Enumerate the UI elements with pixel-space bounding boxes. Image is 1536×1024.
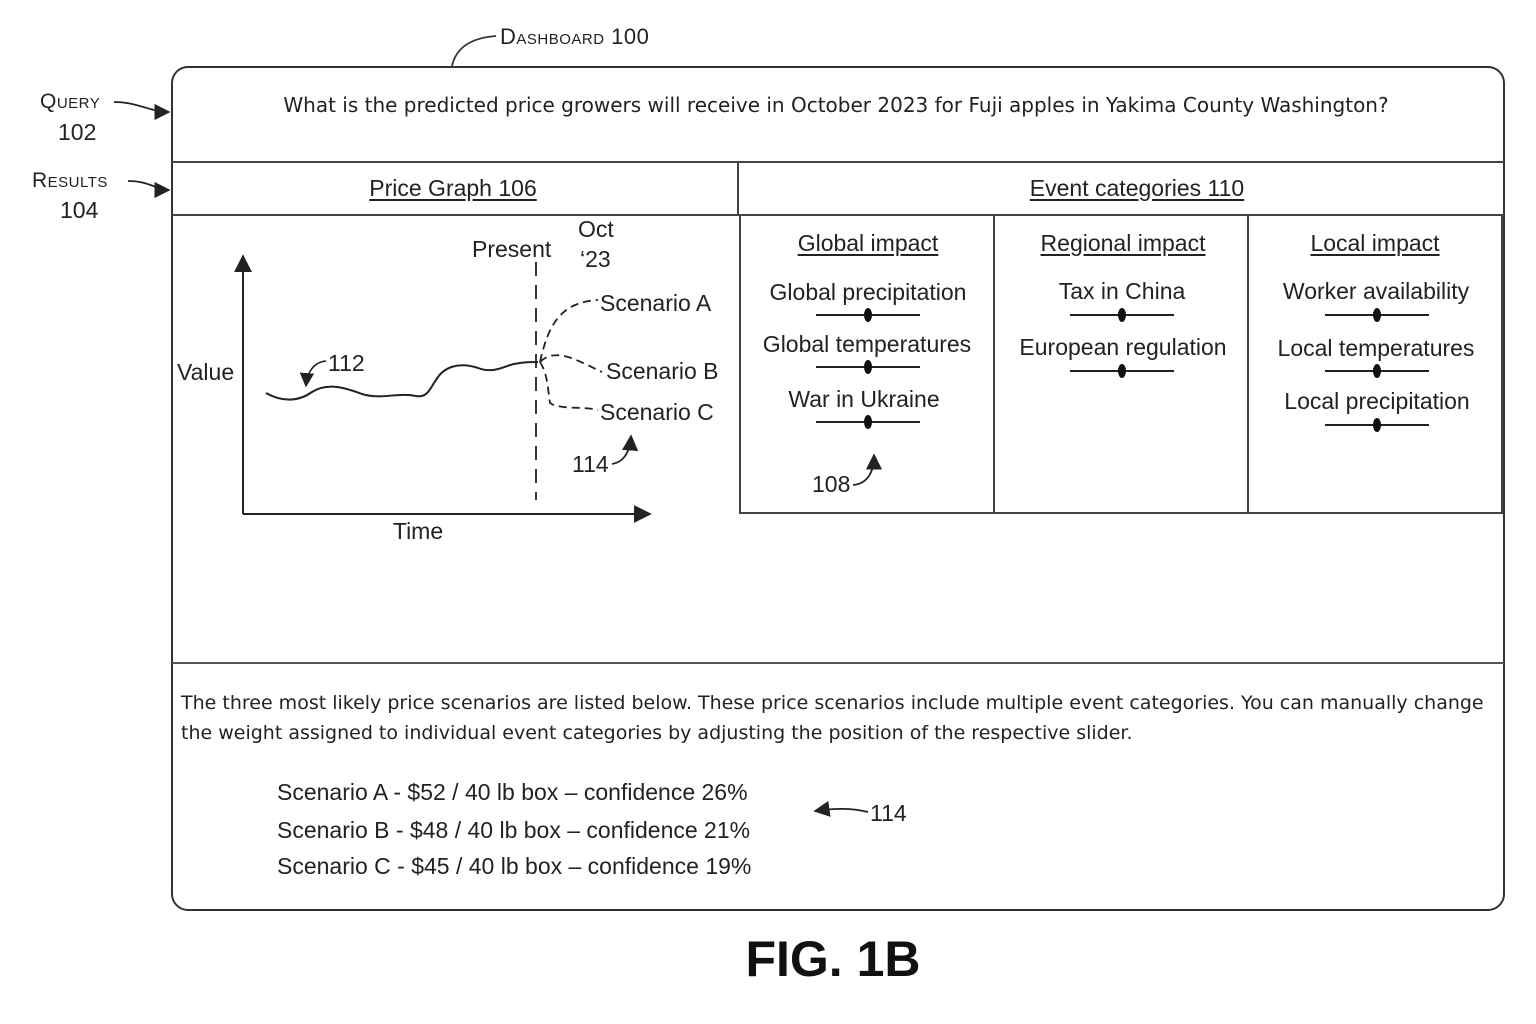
price-history-line xyxy=(265,361,539,401)
global-precipitation-label: Global precipitation xyxy=(769,279,967,305)
local-impact-title: Local impact xyxy=(1310,230,1440,256)
dashboard-frame xyxy=(171,66,1505,911)
local-precipitation-slider-knob[interactable] xyxy=(1373,418,1381,432)
scenario-c-summary: Scenario C - $45 / 40 lb box – confidenc… xyxy=(277,853,752,879)
price-graph-header: Price Graph 106 xyxy=(369,175,537,201)
global-impact-title: Global impact xyxy=(797,230,939,256)
global-precipitation-slider-knob[interactable] xyxy=(864,308,872,322)
oct-label: Oct xyxy=(578,216,614,242)
query-ref: 102 xyxy=(58,119,97,145)
scenario-b-line xyxy=(539,354,603,373)
query-label: Query xyxy=(40,90,101,113)
local-precipitation-label: Local precipitation xyxy=(1284,388,1470,414)
sliders xyxy=(816,308,1429,432)
local-temperatures-label: Local temperatures xyxy=(1277,335,1475,361)
ref-108-arrow xyxy=(852,453,883,486)
event-table xyxy=(739,214,1503,514)
ref-114-summary-arrow xyxy=(813,800,869,817)
figure-caption: FIG. 1B xyxy=(745,931,921,987)
query-arrow xyxy=(113,101,171,121)
worker-availability-slider-knob[interactable] xyxy=(1373,308,1381,322)
ref-114-graph-arrow xyxy=(611,434,639,465)
ref-108: 108 xyxy=(812,471,851,497)
war-in-ukraine-slider-knob[interactable] xyxy=(864,415,872,429)
scenario-a-summary: Scenario A - $52 / 40 lb box – confidenc… xyxy=(277,779,748,805)
european-regulation-label: European regulation xyxy=(1019,334,1227,360)
global-temperatures-slider-knob[interactable] xyxy=(864,360,872,374)
x-axis-label: Time xyxy=(392,518,444,544)
scenario-b-label: Scenario B xyxy=(606,358,719,384)
results-arrow xyxy=(127,180,171,199)
tax-in-china-slider-knob[interactable] xyxy=(1118,308,1126,322)
global-temperatures-label: Global temperatures xyxy=(762,331,972,357)
event-categories-header: Event categories 110 xyxy=(1029,175,1245,201)
ref-112-leader xyxy=(299,360,327,388)
ref-114-summary: 114 xyxy=(870,800,907,826)
local-temperatures-slider-knob[interactable] xyxy=(1373,364,1381,378)
ref-114-graph: 114 xyxy=(572,451,609,477)
regional-impact-title: Regional impact xyxy=(1040,230,1206,256)
summary-description: The three most likely price scenarios ar… xyxy=(181,692,1484,744)
query-text: What is the predicted price growers will… xyxy=(283,93,1389,117)
scenario-a-label: Scenario A xyxy=(600,290,712,316)
war-in-ukraine-label: War in Ukraine xyxy=(788,386,940,412)
scenario-a-line xyxy=(539,299,599,363)
present-label: Present xyxy=(472,236,552,262)
y-axis-label: Value xyxy=(177,359,235,385)
results-label: Results xyxy=(32,169,108,192)
ref-112: 112 xyxy=(328,350,365,376)
scenario-c-label: Scenario C xyxy=(600,399,714,425)
results-ref: 104 xyxy=(60,197,99,223)
dashboard-leader xyxy=(451,35,497,67)
scenario-b-summary: Scenario B - $48 / 40 lb box – confidenc… xyxy=(277,817,751,843)
dashboard-label: Dashboard 100 xyxy=(500,24,650,49)
oct-year-label: ‘23 xyxy=(580,246,611,272)
tax-in-china-label: Tax in China xyxy=(1058,278,1186,304)
european-regulation-slider-knob[interactable] xyxy=(1118,364,1126,378)
scenario-c-line xyxy=(539,361,599,411)
worker-availability-label: Worker availability xyxy=(1282,278,1470,304)
